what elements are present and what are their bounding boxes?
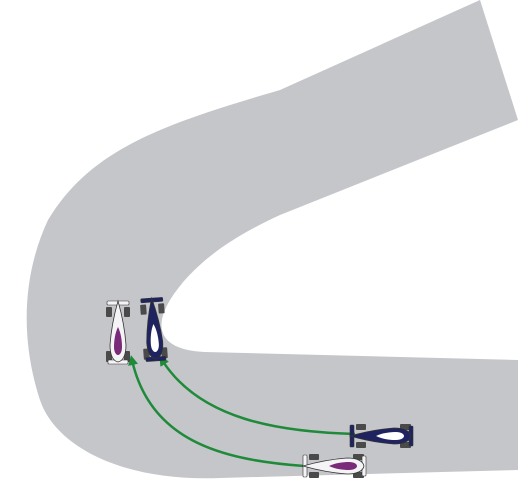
- track-hairpin: [27, 0, 518, 478]
